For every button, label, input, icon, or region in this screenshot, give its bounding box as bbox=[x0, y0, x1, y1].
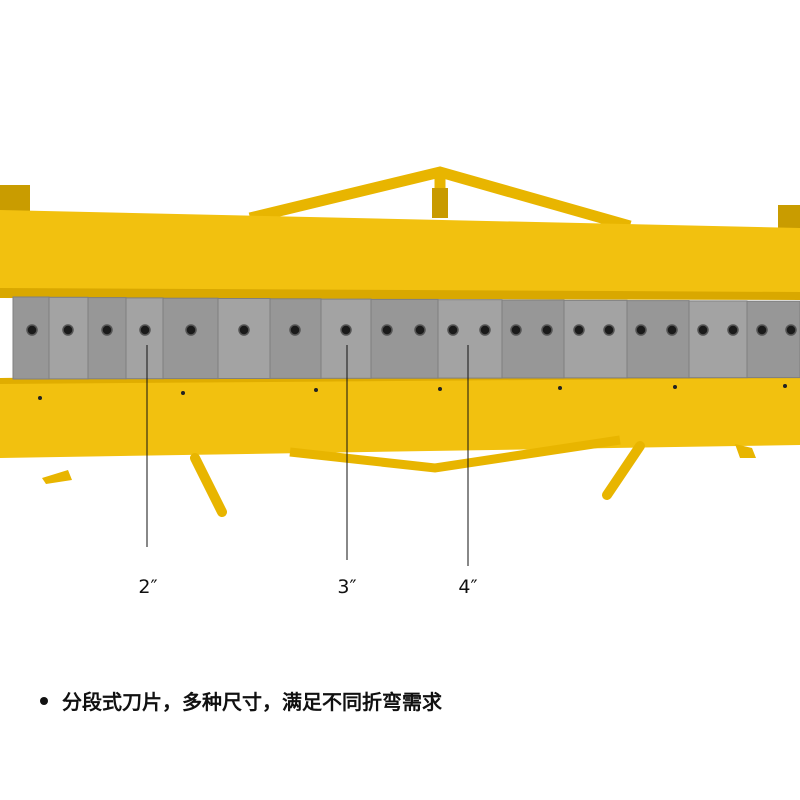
blade-segment bbox=[437, 299, 503, 379]
beam-bolt bbox=[181, 391, 185, 395]
adjust-screw bbox=[432, 188, 448, 218]
blade-bolt-hole bbox=[785, 324, 797, 336]
blade-segment bbox=[626, 300, 690, 379]
blade-bolt-hole bbox=[541, 324, 553, 336]
blade-bolt-hole bbox=[510, 324, 522, 336]
blade-segment bbox=[87, 297, 127, 380]
lower-truss bbox=[289, 435, 621, 473]
blade-segment bbox=[48, 296, 89, 380]
beam-bolt bbox=[558, 386, 562, 390]
legs bbox=[190, 441, 645, 517]
beam-bolt bbox=[673, 385, 677, 389]
feet bbox=[42, 444, 756, 484]
blade-bolt-hole bbox=[727, 324, 739, 336]
blade-segment bbox=[162, 297, 219, 380]
caption-text: 分段式刀片，多种尺寸，满足不同折弯需求 bbox=[62, 690, 442, 714]
blade-segment bbox=[12, 296, 50, 380]
blade-segment bbox=[563, 299, 628, 379]
blade-bolt-hole bbox=[414, 324, 426, 336]
blade-segment bbox=[320, 298, 372, 379]
blade-segment bbox=[269, 298, 322, 379]
bullet-dot-icon bbox=[40, 696, 48, 705]
blade-segment bbox=[746, 300, 800, 379]
blade-bolt-hole bbox=[573, 324, 585, 336]
blade-bolt-hole bbox=[479, 324, 491, 336]
beam-bolt bbox=[314, 388, 318, 392]
blade-segment bbox=[370, 298, 439, 379]
blade-segment bbox=[125, 297, 164, 380]
blade-bolt-hole bbox=[238, 324, 250, 336]
blade-bolt-hole bbox=[756, 324, 768, 336]
callout-leaders bbox=[146, 345, 469, 566]
left-clamp bbox=[0, 185, 30, 215]
blade-segment bbox=[217, 298, 271, 379]
callout-label-2in: 2″ bbox=[138, 576, 158, 598]
callout-label-3in: 3″ bbox=[337, 576, 357, 598]
feature-caption: 分段式刀片，多种尺寸，满足不同折弯需求 bbox=[40, 686, 442, 715]
blade-bolt-hole bbox=[697, 324, 709, 336]
beam-bolt bbox=[783, 384, 787, 388]
beam-bolt bbox=[438, 387, 442, 391]
blade-bolt-hole bbox=[340, 324, 352, 336]
upper-beam bbox=[0, 210, 800, 298]
blade-bolt-hole bbox=[289, 324, 301, 336]
blade-bolt-hole bbox=[603, 324, 615, 336]
blade-segment bbox=[501, 299, 565, 379]
blade-bolt-hole bbox=[101, 324, 113, 336]
blade-bolt-hole bbox=[185, 324, 197, 336]
blade-bolt-hole bbox=[447, 324, 459, 336]
blade-bolt-hole bbox=[666, 324, 678, 336]
blade-bolt-hole bbox=[26, 324, 38, 336]
lower-beam-bolts bbox=[38, 384, 787, 400]
lower-beam bbox=[0, 372, 800, 458]
blade-bolt-hole bbox=[62, 324, 74, 336]
segmented-blades bbox=[12, 296, 800, 380]
beam-bolt bbox=[38, 396, 42, 400]
blade-bolt-hole bbox=[381, 324, 393, 336]
right-clamp bbox=[778, 205, 800, 231]
blade-bolt-hole bbox=[139, 324, 151, 336]
blade-segment bbox=[688, 300, 748, 379]
blade-bolt-hole bbox=[635, 324, 647, 336]
callout-label-4in: 4″ bbox=[458, 576, 478, 598]
